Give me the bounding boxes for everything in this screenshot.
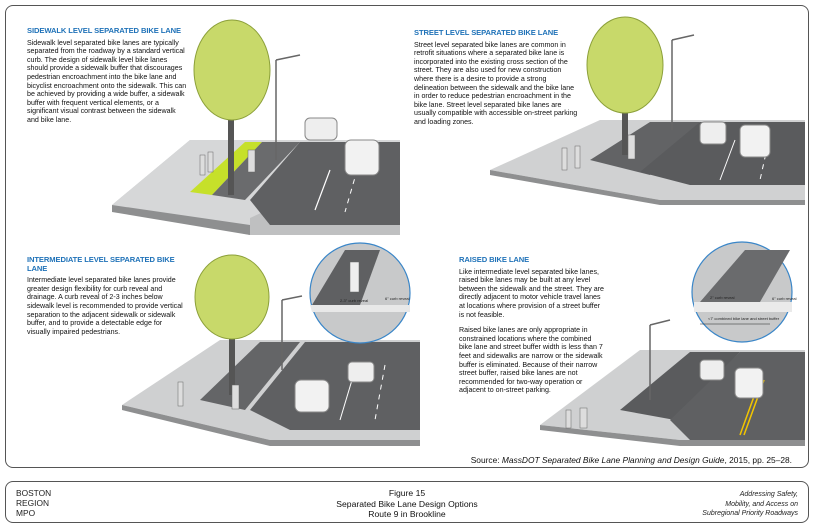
panel-street-level: STREET LEVEL SEPARATED BIKE LANE Street …: [414, 28, 578, 134]
cyclist: [349, 261, 360, 293]
pedestrian: [207, 151, 214, 173]
org-name: BOSTON REGION MPO: [16, 488, 52, 518]
car: [734, 367, 764, 399]
street-level-illustration: [490, 16, 805, 205]
panel-body: Raised bike lanes are only appropriate i…: [459, 326, 603, 395]
car: [304, 117, 338, 141]
figure-number: Figure 15: [388, 488, 426, 498]
figure-frame: [5, 5, 809, 468]
cyclist: [247, 149, 256, 173]
callout-label: 6" curb reveal: [385, 296, 410, 301]
car: [739, 124, 771, 158]
figure-caption: Figure 15 Separated Bike Lane Design Opt…: [6, 488, 808, 520]
panel-heading: STREET LEVEL SEPARATED BIKE LANE: [414, 28, 559, 37]
panel-body: Sidewalk level separated bike lanes are …: [27, 38, 187, 124]
panel-intermediate-level: INTERMEDIATE LEVEL SEPARATED BIKE LANE I…: [27, 255, 185, 343]
illustrations: 2-3" curb reveal 6" curb reveal 2" curb …: [112, 16, 805, 446]
intermediate-level-illustration: 2-3" curb reveal 6" curb reveal: [122, 242, 420, 446]
pedestrian: [561, 147, 568, 171]
tree-trunk: [228, 90, 234, 195]
report-title: Addressing Safety, Mobility, and Access …: [702, 491, 798, 517]
panel-heading: RAISED BIKE LANE: [459, 255, 530, 264]
car: [294, 379, 330, 413]
tree-illustration: [586, 16, 664, 114]
car: [344, 139, 380, 176]
car: [347, 361, 375, 383]
sidewalk-level-illustration: [112, 19, 400, 235]
source-title: MassDOT Separated Bike Lane Planning and…: [501, 455, 725, 465]
panel-raised: RAISED BIKE LANE Like intermediate level…: [459, 255, 605, 402]
panel-sidewalk-level: SIDEWALK LEVEL SEPARATED BIKE LANE Sidew…: [27, 26, 187, 132]
callout-label: 2-3" curb reveal: [340, 298, 368, 303]
figure-footer: BOSTON REGION MPO Figure 15 Separated Bi…: [5, 481, 809, 523]
figure-title: Separated Bike Lane Design Options: [336, 498, 478, 509]
raised-illustration: 2" curb reveal 6" curb reveal <7' combin…: [540, 241, 805, 446]
tree-illustration: [194, 254, 270, 340]
panel-heading: INTERMEDIATE LEVEL SEPARATED BIKE LANE: [27, 255, 175, 273]
pedestrian: [574, 145, 581, 169]
cyclist: [579, 407, 588, 429]
pedestrian: [177, 381, 184, 407]
cyclist: [231, 384, 240, 410]
source-citation: Source: MassDOT Separated Bike Lane Plan…: [470, 455, 792, 465]
panel-heading: SIDEWALK LEVEL SEPARATED BIKE LANE: [27, 26, 181, 35]
pedestrian: [199, 154, 206, 176]
panel-body: Intermediate level separated bike lanes …: [27, 276, 183, 336]
car: [699, 359, 725, 381]
tree-illustration: [193, 19, 271, 121]
callout-label: <7' combined bike lane and street buffer: [708, 316, 780, 321]
figure-subtitle: Route 9 in Brookline: [368, 509, 446, 519]
pedestrian: [565, 409, 572, 429]
callout-label: 2" curb reveal: [710, 295, 735, 300]
panel-body: Street level separated bike lanes are co…: [414, 40, 578, 126]
panel-body: Like intermediate level separated bike l…: [459, 267, 604, 319]
car: [699, 121, 727, 145]
callout-label: 6" curb reveal: [772, 296, 797, 301]
cyclist: [627, 134, 636, 160]
green-bike-buffer: [190, 142, 262, 195]
